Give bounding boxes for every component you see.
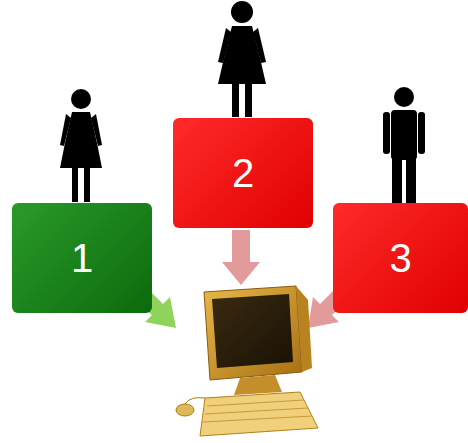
man-figure — [383, 87, 425, 203]
box-number: 1 — [71, 238, 93, 278]
box-number: 2 — [232, 153, 254, 193]
computer-illustration — [176, 286, 318, 436]
box-number: 3 — [389, 238, 411, 278]
woman-figure — [60, 89, 102, 202]
woman-figure — [218, 1, 266, 117]
numbered-box: 1 — [12, 203, 152, 313]
arrow — [222, 230, 260, 285]
numbered-box: 3 — [333, 203, 468, 313]
numbered-box: 2 — [173, 118, 313, 228]
